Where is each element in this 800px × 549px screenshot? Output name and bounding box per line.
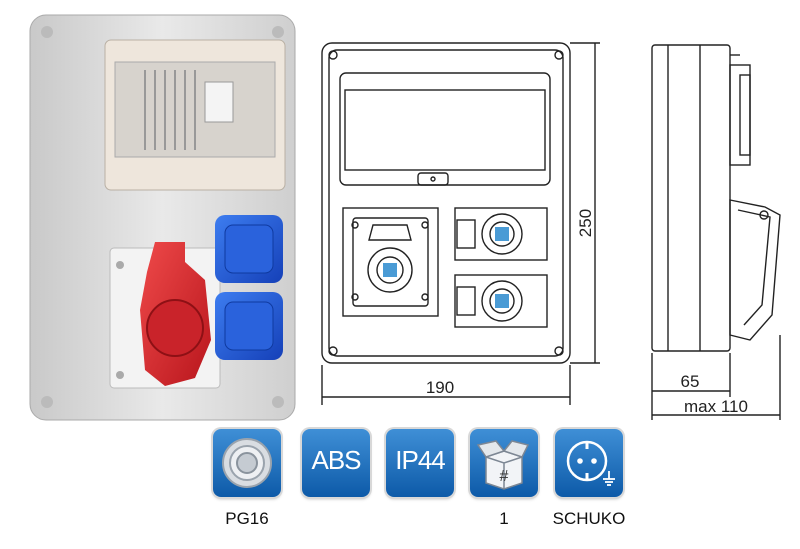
cable-gland-badge — [213, 429, 281, 497]
box-quantity-badge: # — [470, 429, 538, 497]
ip44-badge-text: IP44 — [395, 445, 446, 475]
schuko-badge — [555, 429, 623, 497]
depth-dimension: 65 — [681, 372, 700, 391]
max-depth-dimension: max 110 — [684, 397, 748, 416]
schuko-socket-icon — [566, 440, 615, 486]
front-view-drawing: 250 190 — [315, 35, 605, 410]
cable-gland-caption: PG16 — [225, 509, 269, 528]
width-dimension: 190 — [426, 378, 454, 397]
abs-badge-text: ABS — [311, 445, 361, 475]
side-view-drawing: 65 max 110 — [640, 35, 790, 425]
box-number-icon: # — [476, 440, 530, 490]
svg-text:#: # — [500, 468, 509, 485]
abs-badge: ABS — [302, 429, 370, 497]
cable-gland-icon — [222, 438, 272, 488]
height-dimension: 250 — [576, 209, 595, 237]
ip44-badge: IP44 — [386, 429, 454, 497]
product-photo — [25, 10, 300, 425]
schuko-caption: SCHUKO — [552, 509, 626, 528]
box-quantity-caption: 1 — [499, 509, 509, 528]
